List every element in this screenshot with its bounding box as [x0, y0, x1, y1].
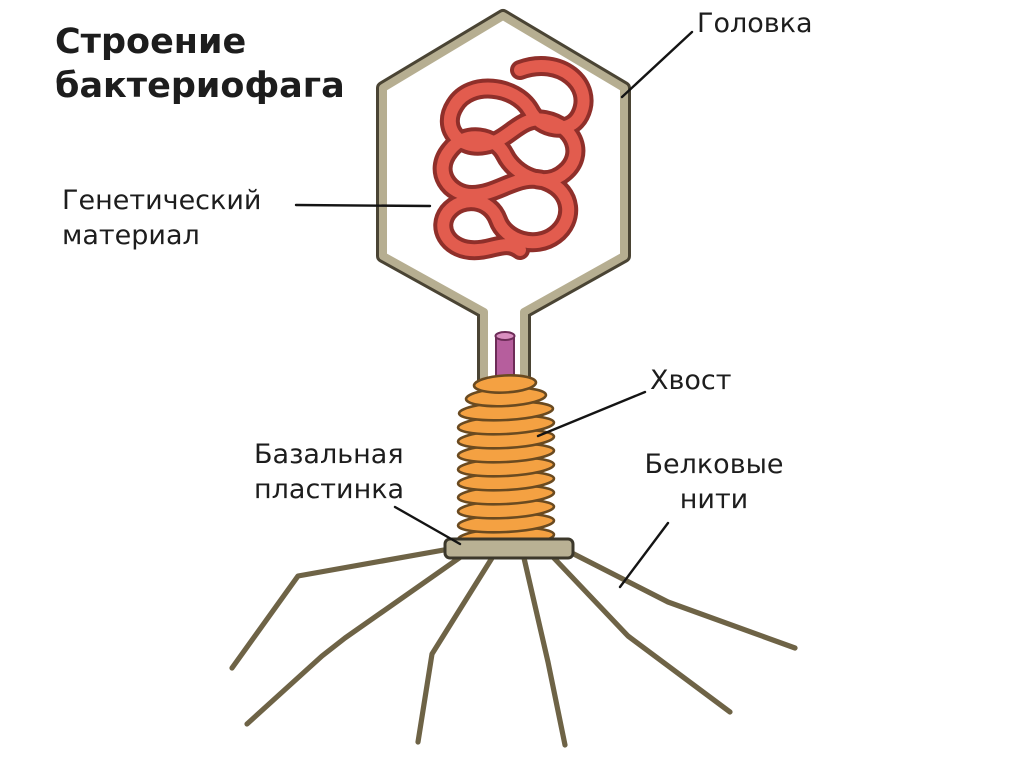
leader-genetic-material [294, 203, 432, 208]
leader-tail [536, 390, 647, 438]
label-basal-plate: Базальная пластинка [254, 439, 405, 506]
tail-coil [472, 374, 538, 394]
label-genetic-material: Генетический материал [62, 185, 262, 252]
label-tail: Хвост [650, 365, 732, 396]
leader-lines [294, 30, 694, 589]
label-head: Головка [697, 8, 813, 39]
leader-protein-fibers [618, 521, 670, 589]
diagram-title: Строение бактериофага [55, 22, 345, 107]
label-protein-fibers: Белковые нити [644, 449, 784, 516]
fiber-right-2 [549, 553, 733, 715]
capsid-drawing [376, 9, 631, 389]
fiber-right-3 [563, 547, 798, 651]
fiber-left-3 [415, 555, 495, 745]
collar-top [494, 331, 516, 341]
leader-head [620, 30, 694, 99]
fiber-right-1 [521, 555, 568, 748]
capsid-outline-tan [379, 12, 628, 386]
tail-sheath-drawing [456, 374, 556, 548]
dna-tube-fill [436, 60, 590, 257]
genetic-material-drawing [432, 56, 594, 261]
fiber-left-1 [229, 545, 458, 671]
fiber-left-2 [244, 553, 465, 727]
leader-basal-plate [393, 505, 462, 546]
basal-plate-drawing [443, 537, 575, 560]
collar-drawing [494, 331, 516, 381]
protein-fibers-drawing [229, 545, 798, 748]
